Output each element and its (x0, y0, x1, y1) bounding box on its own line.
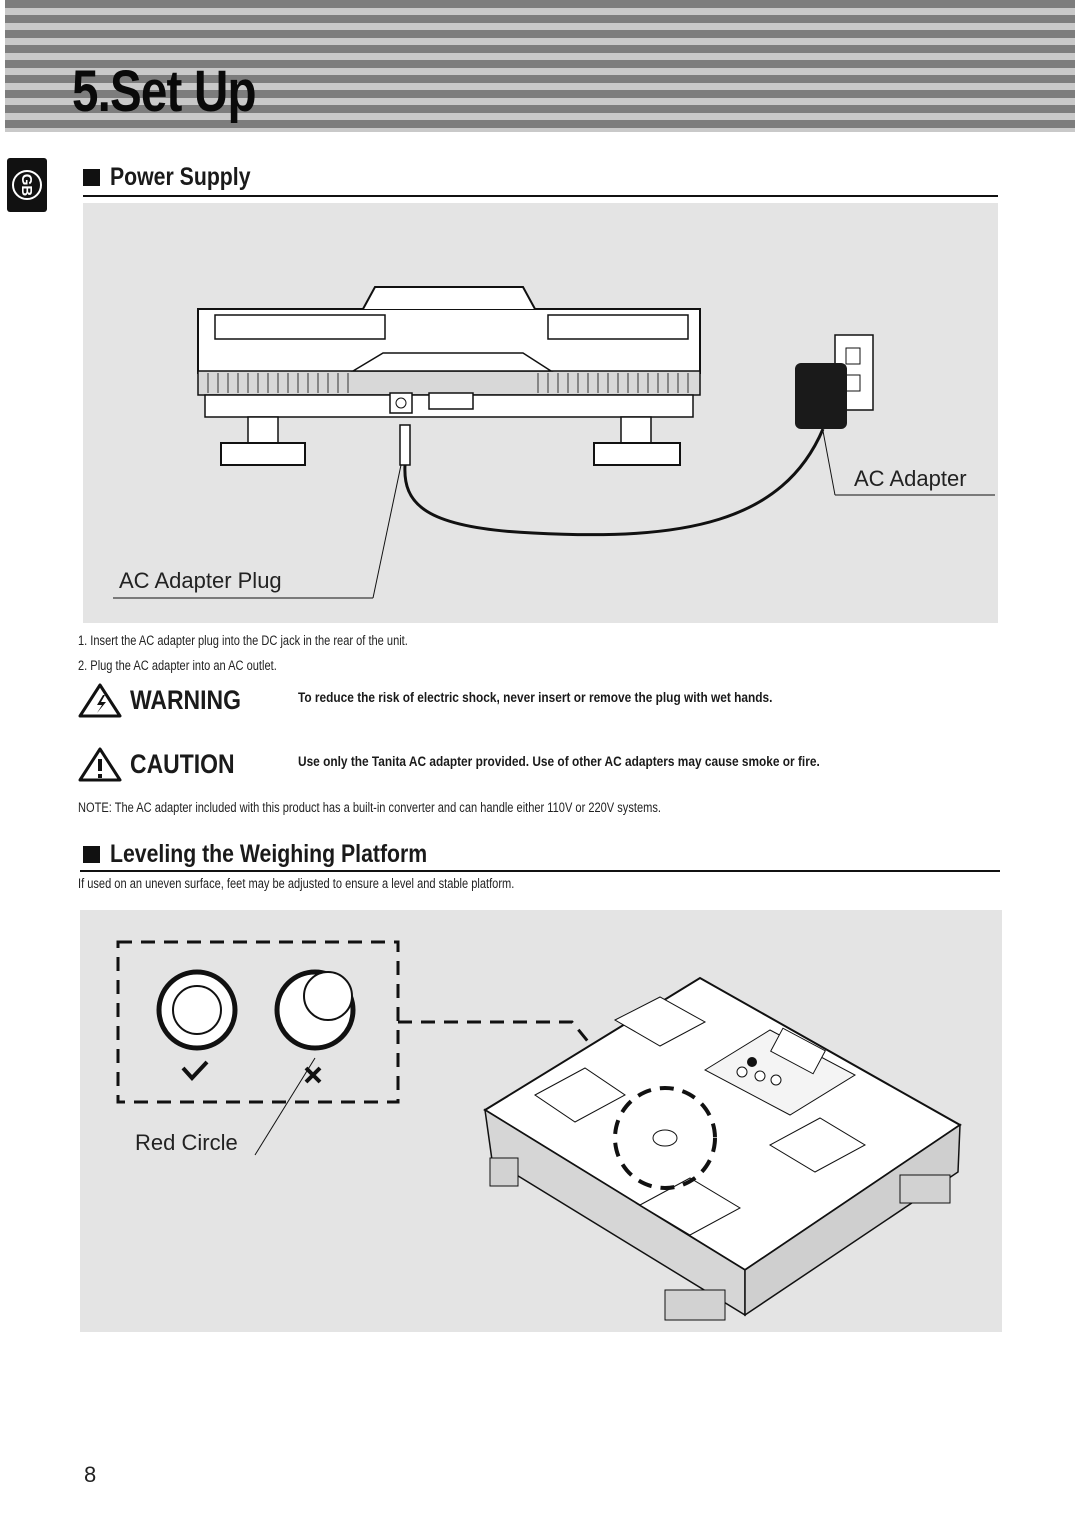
scale-rear-illustration (113, 286, 995, 599)
red-circle-label: Red Circle (135, 1130, 238, 1155)
section-bullet-icon (83, 169, 100, 186)
warning-message: To reduce the risk of electric shock, ne… (298, 690, 773, 705)
leveling-illustration (116, 940, 962, 1321)
step-1: 1. Insert the AC adapter plug into the D… (78, 633, 408, 648)
leveling-figure: Red Circle (80, 910, 1002, 1332)
caution-label: CAUTION (130, 748, 235, 779)
section-rule (80, 870, 1000, 872)
section-rule (83, 195, 998, 197)
power-supply-figure: AC Adapter AC Adapter Plug (83, 203, 998, 623)
warning-triangle-icon (78, 683, 122, 718)
warning-block: WARNING (78, 682, 261, 718)
header-banner (5, 0, 1075, 132)
ac-adapter-plug-label: AC Adapter Plug (119, 568, 282, 593)
ac-adapter-label: AC Adapter (854, 466, 967, 491)
caution-message: Use only the Tanita AC adapter provided.… (298, 754, 820, 769)
warning-label: WARNING (130, 684, 241, 715)
section-heading-leveling: Leveling the Weighing Platform (83, 840, 483, 869)
leveling-description: If used on an uneven surface, feet may b… (78, 876, 515, 891)
step-2: 2. Plug the AC adapter into an AC outlet… (78, 658, 277, 673)
note-text: NOTE: The AC adapter included with this … (78, 800, 661, 815)
page-number: 8 (84, 1462, 97, 1487)
caution-triangle-icon (78, 747, 122, 782)
language-tab: GB (7, 158, 47, 212)
language-tab-label: GB (12, 170, 42, 200)
page-title: 5.Set Up (72, 59, 257, 124)
caution-block: CAUTION (78, 746, 253, 782)
section-bullet-icon (83, 846, 100, 863)
section-heading-power-supply: Power Supply (83, 163, 275, 192)
